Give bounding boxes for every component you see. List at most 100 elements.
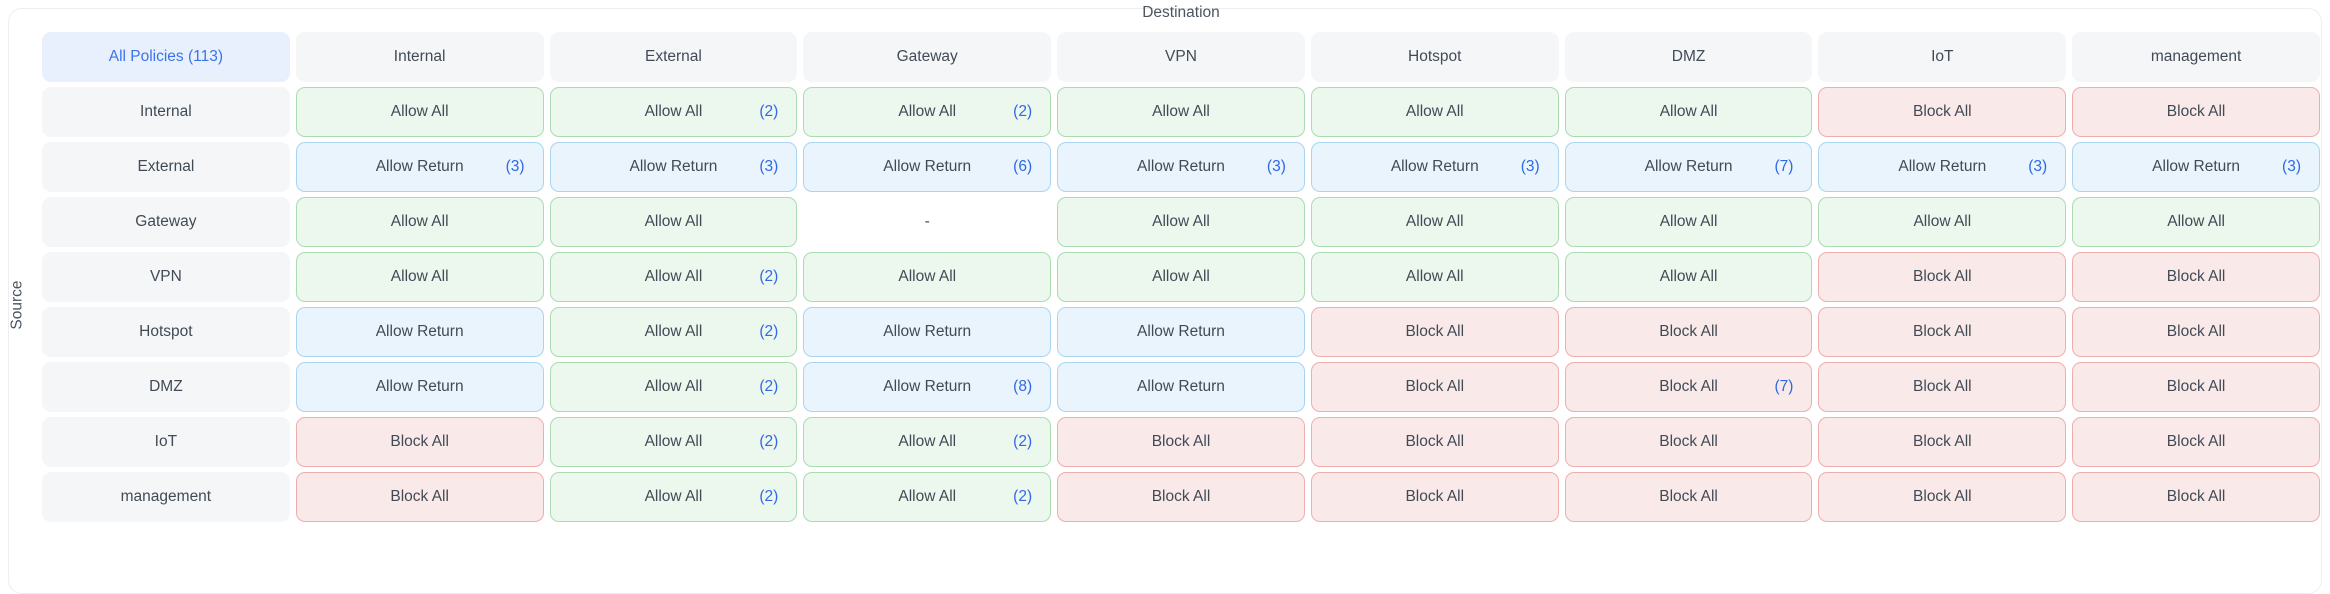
policy-cell-vpn-iot[interactable]: Block All: [1818, 252, 2067, 302]
policy-cell-gateway-vpn[interactable]: Allow All: [1057, 197, 1305, 247]
policy-cell-iot-dmz[interactable]: Block All: [1564, 417, 1813, 467]
destination-axis-label: Destination: [1142, 4, 1220, 21]
policy-cell-iot-hotspot[interactable]: Block All: [1310, 417, 1559, 467]
policy-cell-management-dmz[interactable]: Block All: [1564, 472, 1813, 522]
policy-cell-external-internal-label: Allow Return: [375, 158, 464, 175]
policy-cell-dmz-hotspot[interactable]: Block All: [1310, 362, 1559, 412]
policy-cell-gateway-hotspot[interactable]: Allow All: [1310, 197, 1559, 247]
policy-cell-external-iot[interactable]: Allow Return(3): [1818, 142, 2067, 192]
policy-cell-management-vpn-label: Block All: [1151, 488, 1211, 505]
row-header-dmz: DMZ: [42, 362, 290, 412]
policy-cell-hotspot-gateway[interactable]: Allow Return: [803, 307, 1052, 357]
policy-cell-management-internal[interactable]: Block All: [295, 472, 544, 522]
policy-cell-external-gateway[interactable]: Allow Return(6): [803, 142, 1052, 192]
policy-cell-management-external[interactable]: Allow All(2): [549, 472, 798, 522]
policy-cell-external-dmz[interactable]: Allow Return(7): [1564, 142, 1813, 192]
policy-cell-vpn-hotspot[interactable]: Allow All: [1310, 252, 1559, 302]
policy-cell-dmz-vpn[interactable]: Allow Return: [1057, 362, 1305, 412]
policy-cell-internal-gateway[interactable]: Allow All(2): [803, 87, 1052, 137]
policy-cell-gateway-iot[interactable]: Allow All: [1818, 197, 2067, 247]
policy-cell-internal-vpn-label: Allow All: [1152, 103, 1210, 120]
policy-cell-dmz-dmz[interactable]: Block All(7): [1564, 362, 1813, 412]
policy-cell-hotspot-internal[interactable]: Allow Return: [295, 307, 544, 357]
policy-count-badge: (2): [759, 268, 779, 285]
policy-cell-gateway-dmz[interactable]: Allow All: [1564, 197, 1813, 247]
policy-cell-gateway-external-label: Allow All: [644, 213, 703, 230]
policy-cell-vpn-dmz[interactable]: Allow All: [1564, 252, 1813, 302]
policy-cell-iot-vpn[interactable]: Block All: [1057, 417, 1305, 467]
policy-cell-vpn-external[interactable]: Allow All(2): [549, 252, 798, 302]
policy-cell-internal-dmz[interactable]: Allow All: [1564, 87, 1813, 137]
policy-cell-gateway-internal[interactable]: Allow All: [295, 197, 544, 247]
policy-cell-management-gateway-label: Allow All: [898, 488, 957, 505]
policy-cell-iot-internal[interactable]: Block All: [295, 417, 544, 467]
row-header-internal-label: Internal: [140, 103, 192, 120]
policy-cell-internal-hotspot-label: Allow All: [1405, 103, 1464, 120]
policy-cell-iot-management[interactable]: Block All: [2072, 417, 2320, 467]
policy-cell-hotspot-hotspot[interactable]: Block All: [1310, 307, 1559, 357]
policy-cell-internal-iot-label: Block All: [1913, 103, 1972, 120]
column-header-external: External: [549, 32, 798, 82]
policy-cell-dmz-internal[interactable]: Allow Return: [295, 362, 544, 412]
policy-cell-iot-iot[interactable]: Block All: [1818, 417, 2067, 467]
row-header-external-label: External: [137, 158, 195, 175]
policy-cell-management-hotspot-label: Block All: [1405, 488, 1465, 505]
policy-cell-vpn-management[interactable]: Block All: [2072, 252, 2320, 302]
policy-cell-hotspot-external[interactable]: Allow All(2): [549, 307, 798, 357]
policy-cell-internal-internal[interactable]: Allow All: [295, 87, 544, 137]
policy-cell-external-management-label: Allow Return: [2152, 158, 2241, 175]
policy-cell-gateway-gateway[interactable]: -: [803, 197, 1052, 247]
policy-cell-hotspot-management[interactable]: Block All: [2072, 307, 2320, 357]
column-header-hotspot-label: Hotspot: [1408, 48, 1462, 65]
policy-cell-management-hotspot[interactable]: Block All: [1310, 472, 1559, 522]
policy-cell-vpn-management-label: Block All: [2166, 268, 2226, 285]
all-policies-cell[interactable]: All Policies (113): [42, 32, 290, 82]
policy-cell-iot-external[interactable]: Allow All(2): [549, 417, 798, 467]
policy-cell-dmz-internal-label: Allow Return: [375, 378, 464, 395]
policy-count-badge: (8): [1013, 378, 1033, 395]
policy-cell-iot-internal-label: Block All: [390, 433, 449, 450]
policy-cell-hotspot-dmz-label: Block All: [1659, 323, 1718, 340]
column-header-iot: IoT: [1818, 32, 2067, 82]
row-header-vpn: VPN: [42, 252, 290, 302]
policy-cell-vpn-dmz-label: Allow All: [1659, 268, 1718, 285]
policy-cell-external-vpn[interactable]: Allow Return(3): [1057, 142, 1305, 192]
policy-cell-dmz-iot[interactable]: Block All: [1818, 362, 2067, 412]
policy-cell-vpn-gateway[interactable]: Allow All: [803, 252, 1052, 302]
policy-cell-gateway-management[interactable]: Allow All: [2072, 197, 2320, 247]
policy-cell-external-external[interactable]: Allow Return(3): [549, 142, 798, 192]
policy-cell-external-hotspot[interactable]: Allow Return(3): [1310, 142, 1559, 192]
row-header-gateway: Gateway: [42, 197, 290, 247]
policy-cell-gateway-external[interactable]: Allow All: [549, 197, 798, 247]
policy-cell-management-gateway[interactable]: Allow All(2): [803, 472, 1052, 522]
policy-cell-dmz-gateway[interactable]: Allow Return(8): [803, 362, 1052, 412]
policy-cell-internal-external[interactable]: Allow All(2): [549, 87, 798, 137]
policy-count-badge: (6): [1013, 158, 1033, 175]
policy-cell-internal-vpn[interactable]: Allow All: [1057, 87, 1305, 137]
policy-cell-dmz-management[interactable]: Block All: [2072, 362, 2320, 412]
policy-cell-iot-gateway[interactable]: Allow All (2): [803, 417, 1052, 467]
policy-cell-vpn-vpn[interactable]: Allow All: [1057, 252, 1305, 302]
policy-cell-internal-iot[interactable]: Block All: [1818, 87, 2067, 137]
policy-cell-internal-management[interactable]: Block All: [2072, 87, 2320, 137]
policy-count-badge: (2): [1013, 433, 1033, 450]
policy-cell-management-management[interactable]: Block All: [2072, 472, 2320, 522]
policy-cell-external-internal[interactable]: Allow Return(3): [295, 142, 544, 192]
policy-cell-external-dmz-label: Allow Return: [1644, 158, 1733, 175]
row-header-dmz-label: DMZ: [149, 378, 183, 395]
policy-cell-internal-hotspot[interactable]: Allow All: [1310, 87, 1559, 137]
policy-cell-management-iot[interactable]: Block All: [1818, 472, 2067, 522]
column-header-gateway: Gateway: [803, 32, 1052, 82]
policy-cell-management-external-label: Allow All: [644, 488, 703, 505]
policy-cell-vpn-internal[interactable]: Allow All: [295, 252, 544, 302]
policy-cell-iot-gateway-label: Allow All: [898, 433, 957, 450]
policy-cell-management-vpn[interactable]: Block All: [1057, 472, 1305, 522]
policy-cell-gateway-management-label: Allow All: [2167, 213, 2225, 230]
policy-cell-hotspot-vpn[interactable]: Allow Return: [1057, 307, 1305, 357]
policy-cell-hotspot-dmz[interactable]: Block All: [1564, 307, 1813, 357]
row-header-internal: Internal: [42, 87, 290, 137]
policy-cell-dmz-external[interactable]: Allow All(2): [549, 362, 798, 412]
policy-cell-hotspot-iot[interactable]: Block All: [1818, 307, 2067, 357]
policy-cell-internal-internal-label: Allow All: [390, 103, 449, 120]
policy-cell-external-management[interactable]: Allow Return(3): [2072, 142, 2320, 192]
